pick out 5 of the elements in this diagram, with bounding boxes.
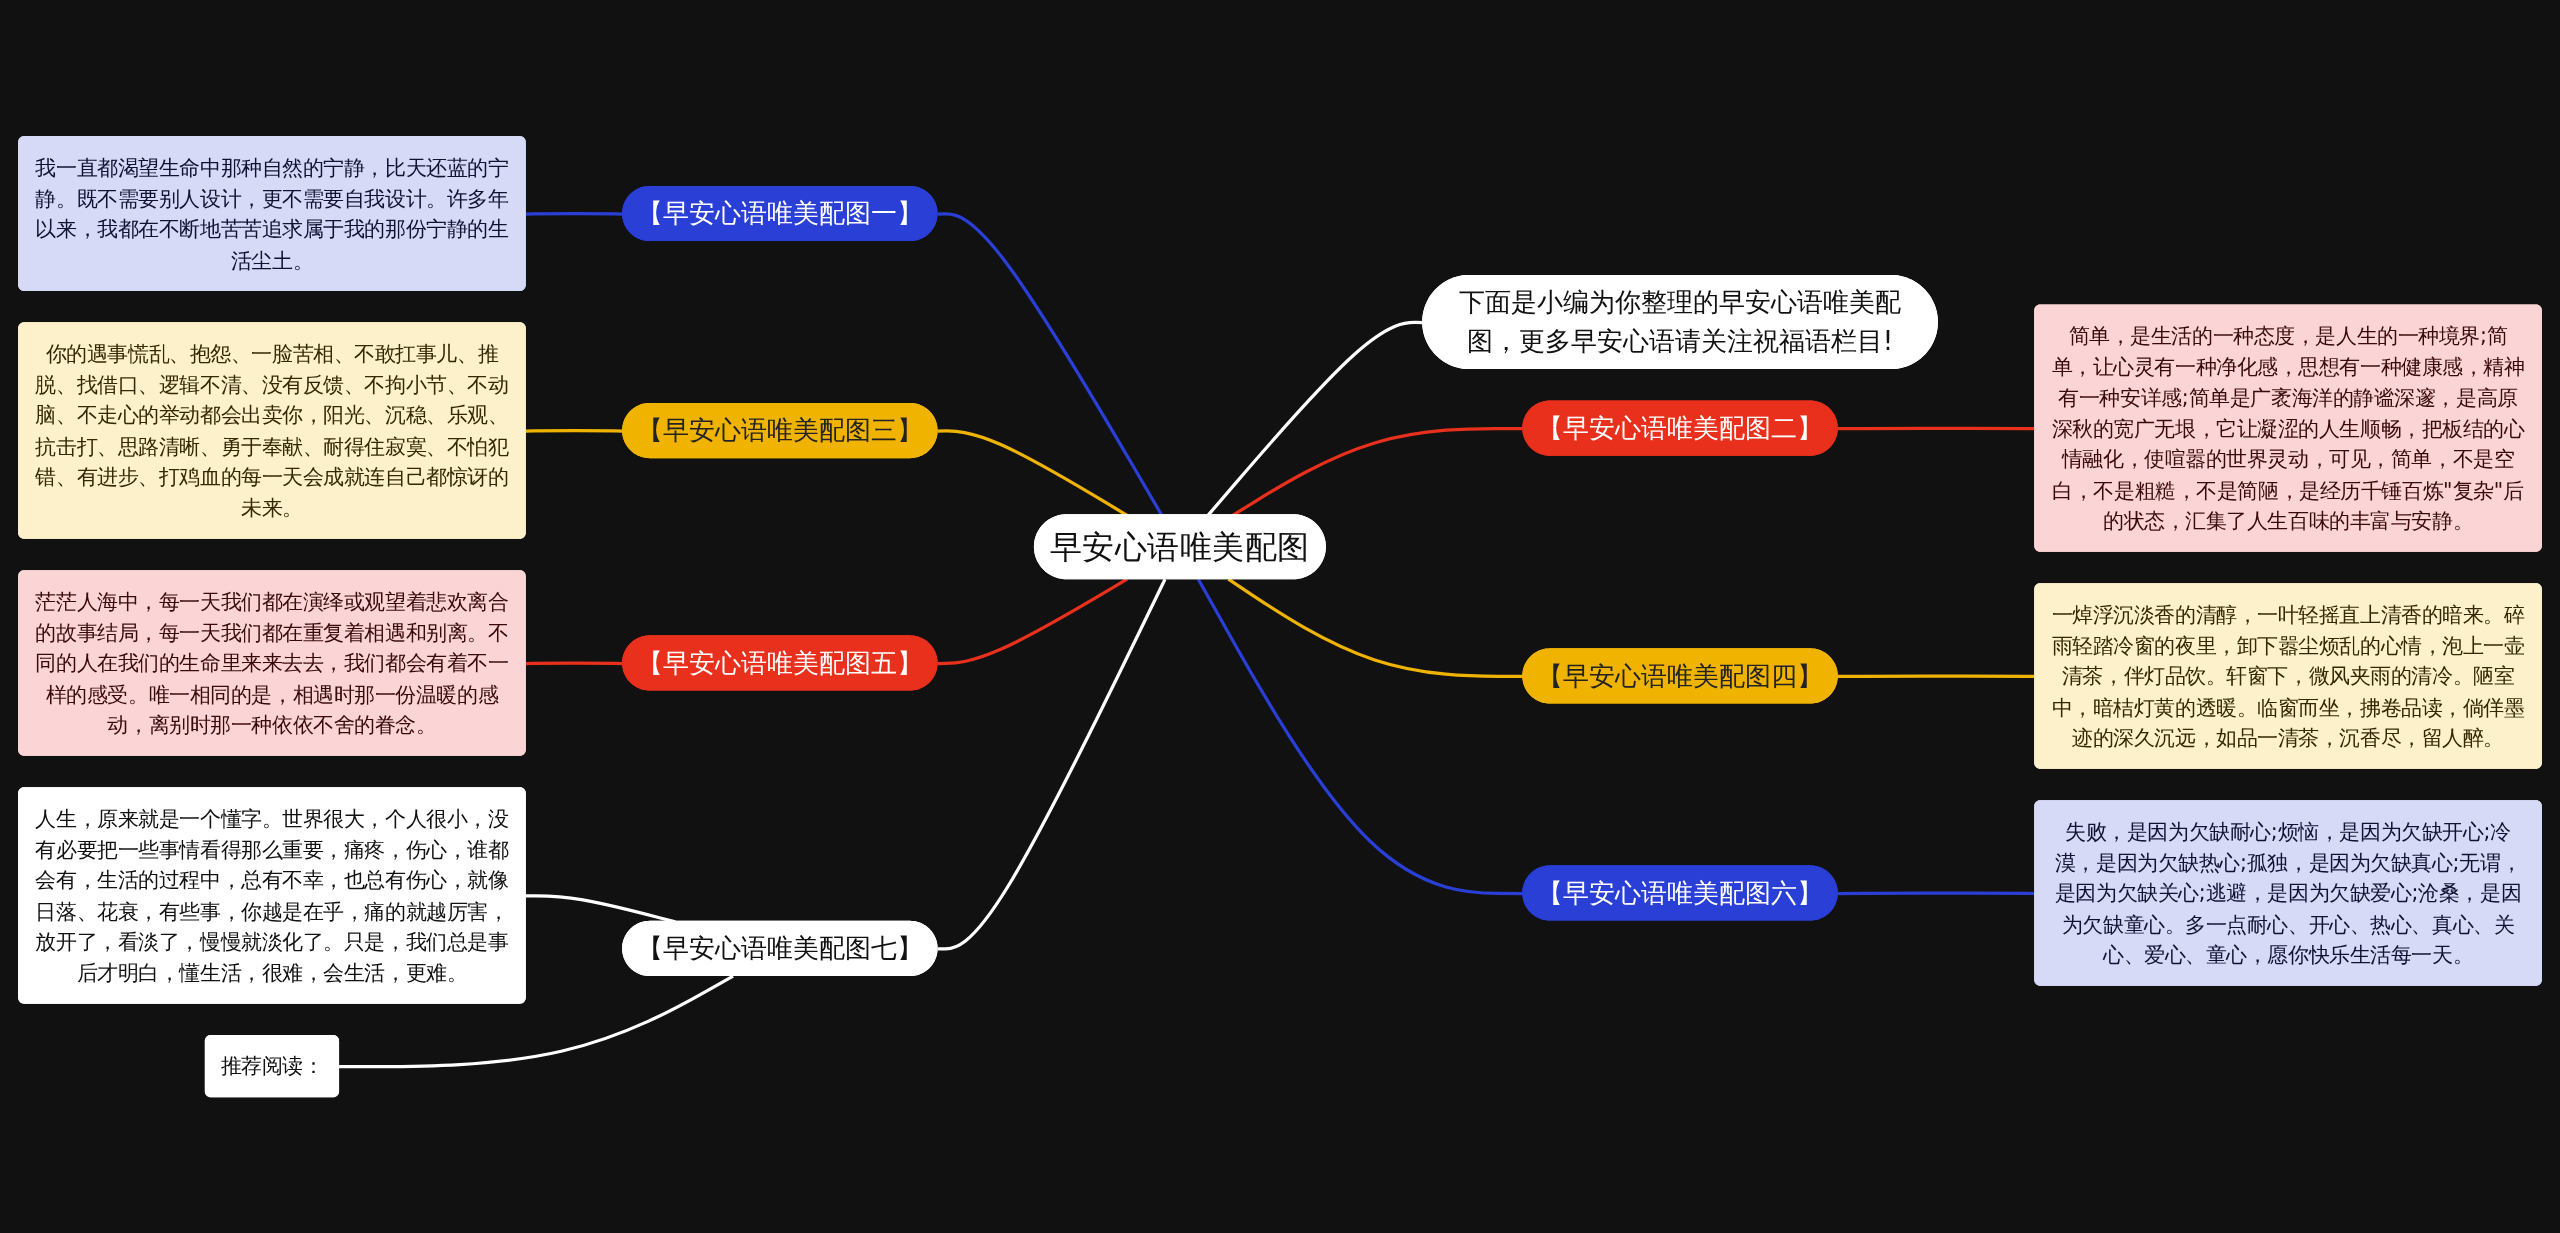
connector [339, 974, 734, 1069]
connector [937, 212, 1164, 516]
connector [937, 578, 1167, 951]
connector [1196, 578, 1524, 895]
connector [937, 577, 1128, 665]
